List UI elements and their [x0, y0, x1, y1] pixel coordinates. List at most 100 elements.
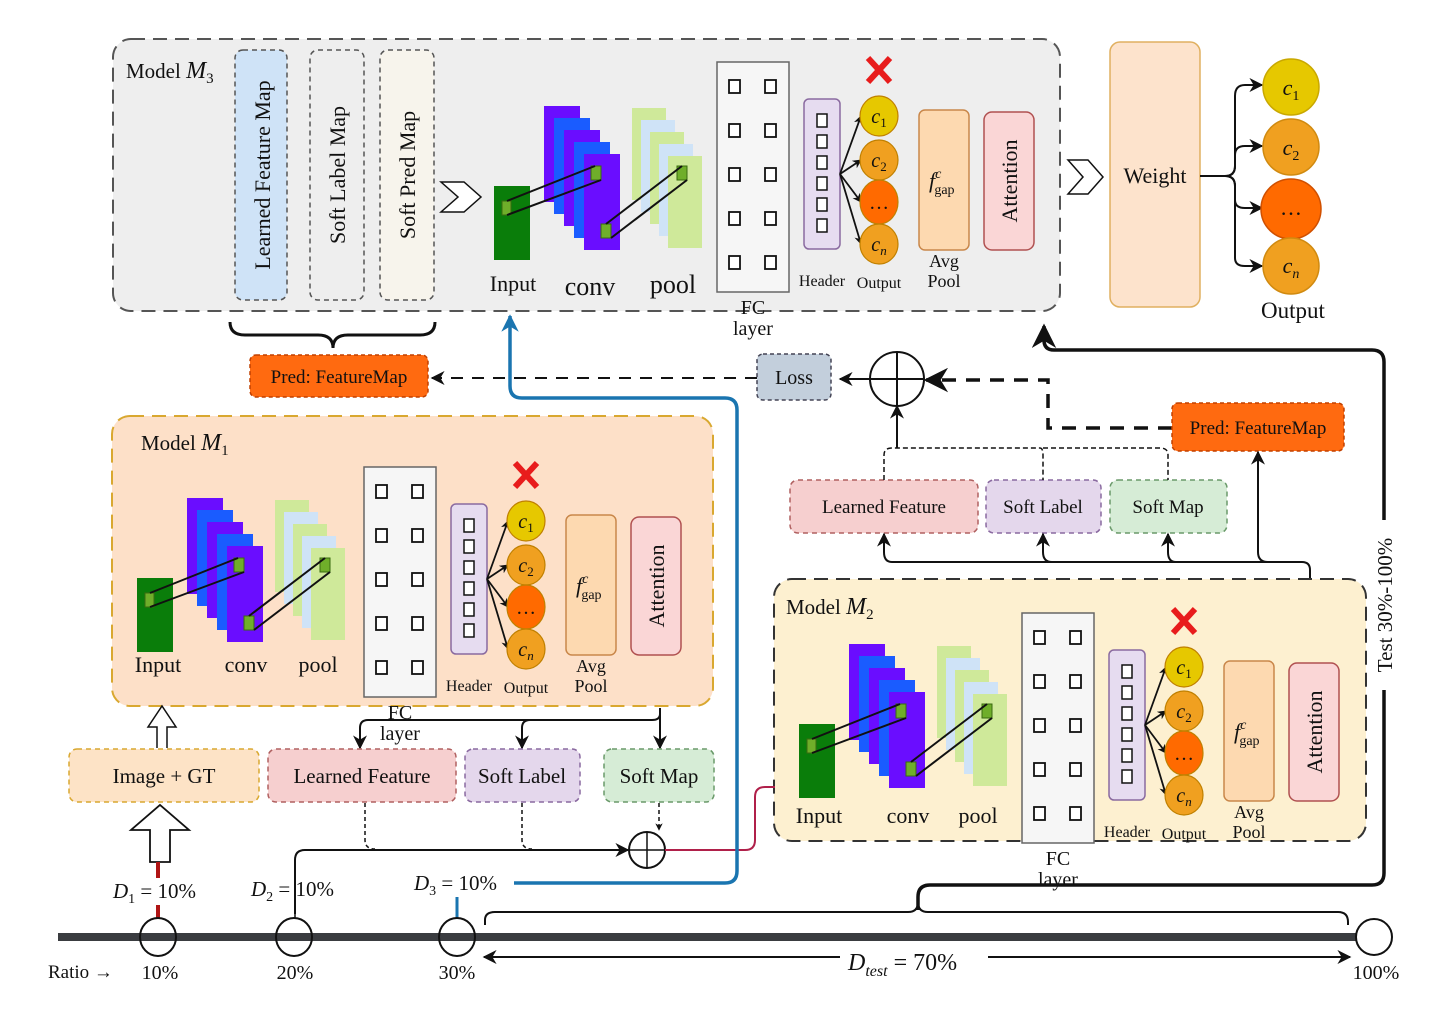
hollow-arrow-up-icon: [128, 803, 192, 863]
header-neuron: [1121, 727, 1133, 742]
header-neuron: [816, 134, 828, 149]
kernel-patch: [600, 223, 612, 239]
avgpool-label: Avg: [1234, 802, 1264, 822]
m3-pool-label: pool: [650, 270, 696, 299]
fc-neuron: [1069, 806, 1082, 821]
header-label: Header: [446, 678, 493, 695]
output-arrow: [839, 159, 862, 175]
m3-input-label: Input: [490, 271, 536, 296]
svg-text:cn: cn: [1283, 253, 1300, 282]
fc-label: layer: [733, 318, 773, 340]
header-neuron: [463, 560, 475, 575]
fc-neuron: [411, 660, 424, 675]
attention-box: [630, 516, 682, 656]
svg-text:Learned Feature: Learned Feature: [293, 764, 430, 788]
output-circle: [506, 628, 546, 670]
output-arrow: [1144, 710, 1167, 726]
projection-line: [610, 179, 688, 239]
fc-neuron: [764, 211, 777, 226]
d3-label: D3 = 10%: [413, 871, 497, 899]
svg-text:Loss: Loss: [775, 367, 813, 389]
avgpool-label: Avg: [929, 251, 959, 271]
projection-line: [506, 179, 602, 216]
projection-line: [811, 703, 901, 740]
output-arrow: [1144, 724, 1167, 754]
fc-neuron: [764, 123, 777, 138]
d3-to-m3-connector: [501, 314, 739, 885]
header-neuron: [1121, 748, 1133, 763]
output-label: Output: [504, 680, 549, 697]
input-block: [494, 186, 530, 260]
fc-neuron: [764, 167, 777, 182]
kernel-patch: [895, 703, 907, 719]
fc-neuron: [1033, 674, 1046, 689]
d1-label: D1 = 10%: [112, 879, 196, 907]
m3-conv-label: conv: [565, 272, 616, 301]
svg-text:Image + GT: Image + GT: [113, 764, 216, 788]
avgpool-label: Avg: [576, 656, 606, 676]
header-neuron: [816, 218, 828, 233]
soft-label-box-left: [464, 748, 581, 803]
fc-neuron: [764, 79, 777, 94]
soft-label-map-box: [309, 49, 365, 301]
attention-label: Attention: [997, 139, 1022, 222]
output-circle-label: cn: [518, 639, 533, 663]
output-circle-label: c1: [1176, 657, 1191, 681]
kernel-patch: [501, 200, 512, 216]
weight-output: Weight c1 c2 … cn Output: [1109, 41, 1326, 323]
soft-map-box-left: [603, 748, 715, 803]
timeline-node-30: [438, 917, 476, 957]
output-label: Output: [1162, 826, 1207, 843]
output-c2: [1262, 118, 1320, 176]
avgpool-box: [918, 109, 970, 251]
svg-text:Pred: FeatureMap: Pred: FeatureMap: [1190, 418, 1327, 439]
fc-neuron: [411, 484, 424, 499]
header-neuron: [1121, 769, 1133, 784]
header-neuron: [463, 602, 475, 617]
hollow-arrow-up-icon: [146, 704, 178, 748]
fc-layer-box: [363, 466, 437, 698]
fc-neuron: [728, 167, 741, 182]
fc-neuron: [1033, 806, 1046, 821]
projection-line: [149, 571, 245, 608]
header-neuron: [1121, 706, 1133, 721]
header-neuron: [463, 581, 475, 596]
kernel-patch: [233, 557, 245, 573]
output-circle-label: cn: [871, 234, 886, 258]
fc-neuron: [375, 484, 388, 499]
soft-pred-map-label: Soft Pred Map: [395, 111, 420, 239]
attention-label: Attention: [644, 544, 669, 627]
header-neuron: [463, 623, 475, 638]
svg-text:Soft Label: Soft Label: [1003, 497, 1083, 518]
fc-layer-box: [716, 61, 790, 293]
output-arrow: [839, 115, 863, 175]
timeline-node-10: [139, 917, 177, 957]
pred-featuremap-left: [249, 354, 429, 398]
output-arrow: [1144, 666, 1168, 726]
soft-label-map-label: Soft Label Map: [325, 106, 350, 244]
header-label: Header: [1104, 824, 1151, 841]
sum-node-top: [869, 351, 925, 407]
fc-label: layer: [380, 723, 420, 745]
weight-label: Weight: [1124, 163, 1187, 188]
svg-text:Pred: FeatureMap: Pred: FeatureMap: [271, 367, 408, 388]
svg-text:Soft Map: Soft Map: [620, 764, 699, 788]
projection-line: [248, 557, 326, 617]
close-icon: [512, 460, 540, 490]
loss-box: [756, 353, 832, 401]
svg-text:Learned Feature: Learned Feature: [822, 497, 946, 518]
output-cn: [1262, 237, 1320, 295]
svg-text:conv: conv: [225, 652, 268, 677]
model-m3-title: Model M3: [126, 58, 214, 87]
learned-feature-map-label: Learned Feature Map: [250, 80, 275, 269]
output-circle-label: c1: [518, 511, 533, 535]
svg-text:conv: conv: [887, 803, 930, 828]
avgpool-box: [565, 514, 617, 656]
learned-feature-box-left: [267, 748, 457, 803]
